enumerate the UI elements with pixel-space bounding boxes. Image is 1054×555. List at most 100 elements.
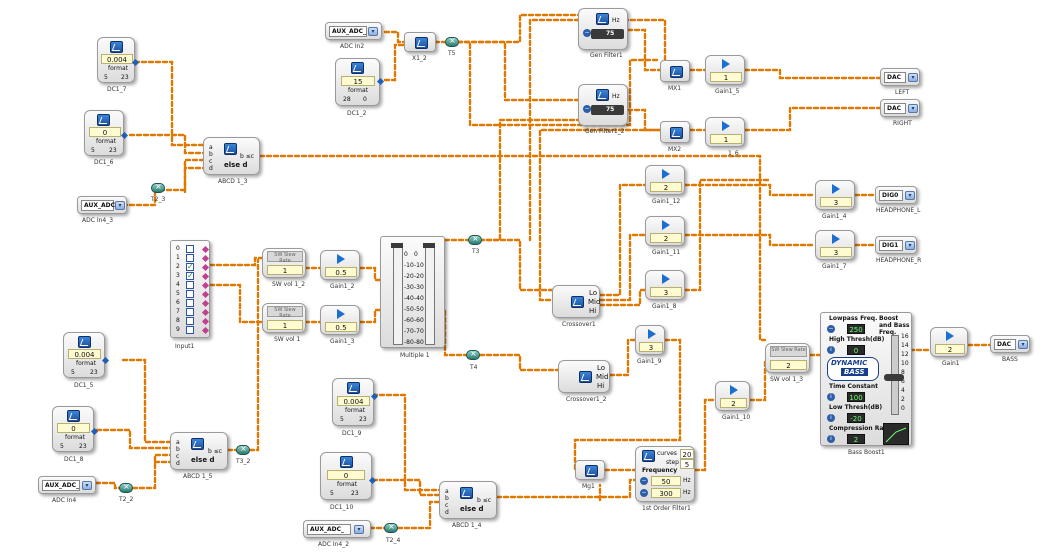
info-icon[interactable]: i bbox=[827, 414, 835, 422]
minus-icon[interactable]: − bbox=[583, 105, 591, 113]
dc-block[interactable]: 0.004 format 5 23 bbox=[332, 378, 379, 426]
gain-value[interactable]: 0.5 bbox=[325, 267, 357, 277]
input-checkbox[interactable] bbox=[186, 326, 194, 334]
dac-output-block[interactable]: DAC ▾ bbox=[880, 68, 920, 86]
chevron-down-icon[interactable]: ▾ bbox=[368, 27, 378, 36]
boost-slider-knob[interactable] bbox=[884, 374, 904, 381]
adc-input-block[interactable]: AUX_ADC_ ▾ bbox=[303, 520, 371, 538]
dc-block[interactable]: 0 format 5 23 bbox=[52, 406, 99, 452]
left-slider-knob[interactable] bbox=[391, 243, 403, 248]
dc-value[interactable]: 15 bbox=[341, 76, 375, 86]
dig-output-block[interactable]: DIG1 ▾ bbox=[875, 236, 917, 254]
dc-value[interactable]: 0.004 bbox=[101, 54, 133, 64]
gen-filter-block[interactable]: Hz 75 − bbox=[578, 8, 628, 50]
gain-value[interactable]: 2 bbox=[935, 344, 965, 354]
high-thresh-value[interactable]: 0 bbox=[847, 345, 865, 355]
output-pin[interactable] bbox=[201, 317, 210, 326]
sw-value[interactable]: 1 bbox=[267, 265, 303, 275]
info-icon[interactable]: i bbox=[827, 393, 835, 401]
abcd-block[interactable]: a b c d b ≤c else d bbox=[170, 432, 228, 470]
gain-block[interactable]: 1 bbox=[705, 117, 745, 147]
output-pin[interactable] bbox=[201, 290, 210, 299]
output-pin[interactable] bbox=[201, 272, 210, 281]
mixer-block[interactable] bbox=[660, 121, 690, 143]
dac-select[interactable]: DAC bbox=[884, 103, 906, 114]
chevron-down-icon[interactable]: ▾ bbox=[115, 201, 125, 210]
gain-value[interactable]: 3 bbox=[650, 287, 682, 297]
dc-value[interactable]: 0 bbox=[57, 423, 90, 433]
freq-2[interactable]: 300 bbox=[651, 488, 681, 498]
adc-select[interactable]: AUX_ADC_ bbox=[81, 200, 118, 211]
test-point[interactable] bbox=[384, 522, 398, 533]
dac-select[interactable]: DAC bbox=[884, 72, 906, 83]
gain-block[interactable]: 2 bbox=[645, 216, 685, 246]
crossover-block[interactable]: Lo Mid Hi bbox=[558, 360, 610, 393]
abcd-block[interactable]: a b c d b ≤c else d bbox=[439, 481, 497, 519]
input-checkbox[interactable] bbox=[186, 308, 194, 316]
gain-block[interactable]: 3 bbox=[645, 270, 685, 300]
adc-select[interactable]: AUX_ADC_ bbox=[329, 26, 367, 37]
chevron-down-icon[interactable]: ▾ bbox=[908, 73, 918, 82]
gain-value[interactable]: 1 bbox=[710, 134, 742, 144]
output-pin[interactable] bbox=[201, 281, 210, 290]
output-pin[interactable] bbox=[201, 245, 210, 254]
gain-block[interactable]: 0.5 bbox=[320, 305, 360, 335]
adc-select[interactable]: AUX_ADC_ bbox=[42, 480, 80, 491]
chevron-down-icon[interactable]: ▾ bbox=[905, 241, 915, 250]
mixer-block[interactable] bbox=[660, 60, 690, 82]
filter-value[interactable]: 75 bbox=[606, 106, 615, 113]
gen-filter-block[interactable]: Hz 75 − bbox=[578, 84, 628, 126]
right-slider-knob[interactable] bbox=[423, 243, 435, 248]
dac-select[interactable]: DAC bbox=[994, 339, 1016, 350]
gain-block[interactable]: 3 bbox=[635, 325, 665, 355]
filter-value[interactable]: 75 bbox=[606, 30, 615, 37]
input-checkbox[interactable] bbox=[186, 254, 194, 262]
gain-value[interactable]: 0.5 bbox=[325, 322, 357, 332]
gain-block[interactable]: 0.5 bbox=[320, 250, 360, 280]
dig-select[interactable]: DIG1 bbox=[879, 240, 903, 251]
adc-input-block[interactable]: AUX_ADC_ ▾ bbox=[325, 22, 382, 40]
gain-block[interactable]: 2 bbox=[930, 327, 968, 357]
dac-output-block[interactable]: DAC ▾ bbox=[990, 335, 1030, 353]
chevron-down-icon[interactable]: ▾ bbox=[908, 104, 918, 113]
lowpass-value[interactable]: 250 bbox=[847, 324, 865, 334]
dig-select[interactable]: DIG0 bbox=[879, 190, 903, 201]
comp-ratio-value[interactable]: 2 bbox=[847, 434, 865, 444]
dc-block[interactable]: 0 format 5 23 bbox=[84, 110, 129, 156]
sw-vol-block[interactable]: SW Slew Rate 1 bbox=[262, 248, 306, 278]
dac-output-block[interactable]: DAC ▾ bbox=[880, 99, 920, 117]
dc-block[interactable]: 15 format 28 0 bbox=[335, 58, 385, 106]
gain-value[interactable]: 1 bbox=[710, 72, 742, 82]
info-icon[interactable]: i bbox=[827, 435, 835, 443]
input-checkbox[interactable] bbox=[186, 245, 194, 253]
gain-value[interactable]: 3 bbox=[820, 247, 852, 257]
adc-select[interactable]: AUX_ADC_ bbox=[307, 524, 351, 535]
sw-vol-block[interactable]: SW Slew Rate 2 bbox=[765, 343, 810, 373]
chevron-down-icon[interactable]: ▾ bbox=[354, 525, 364, 534]
curves-value[interactable]: 20 bbox=[680, 449, 694, 459]
dc-value[interactable]: 0 bbox=[327, 470, 365, 480]
input-checkbox[interactable] bbox=[186, 290, 194, 298]
gain-block[interactable]: 3 bbox=[815, 180, 855, 210]
gain-value[interactable]: 2 bbox=[650, 182, 682, 192]
chevron-down-icon[interactable]: ▾ bbox=[1018, 340, 1028, 349]
test-point[interactable] bbox=[119, 482, 133, 493]
test-point[interactable] bbox=[468, 234, 482, 245]
test-point[interactable] bbox=[236, 444, 250, 455]
output-pin[interactable] bbox=[201, 326, 210, 335]
gain-block[interactable]: 3 bbox=[815, 230, 855, 260]
gain-value[interactable]: 3 bbox=[820, 197, 852, 207]
sw-value[interactable]: 1 bbox=[267, 320, 303, 330]
abcd-block[interactable]: a b c d b ≤c else d bbox=[203, 137, 260, 175]
time-const-value[interactable]: 100 bbox=[847, 392, 865, 402]
minus-icon[interactable]: − bbox=[640, 477, 648, 485]
gain-value[interactable]: 2 bbox=[720, 398, 747, 408]
gain-value[interactable]: 2 bbox=[650, 233, 682, 243]
input-checkbox[interactable] bbox=[186, 281, 194, 289]
gain-block[interactable]: 2 bbox=[645, 165, 685, 195]
minus-icon[interactable]: − bbox=[640, 489, 648, 497]
minus-icon[interactable]: − bbox=[583, 29, 591, 37]
dc-value[interactable]: 0.004 bbox=[68, 349, 101, 359]
sw-value[interactable]: 2 bbox=[770, 360, 807, 370]
